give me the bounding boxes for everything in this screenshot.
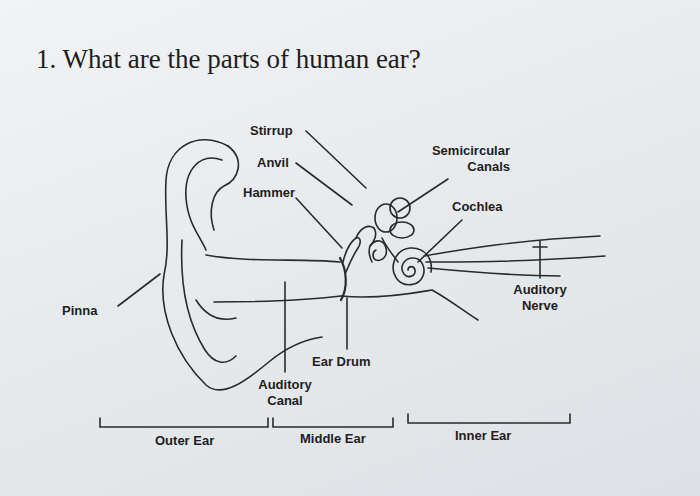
canal-wall (214, 296, 341, 302)
leader-line (398, 179, 448, 212)
part-label: Anvil (257, 155, 289, 171)
ear-drum (340, 258, 346, 300)
question-heading: 1. What are the parts of human ear? (36, 44, 421, 75)
nerve-fibre (426, 256, 605, 262)
stirrup-bone (370, 241, 386, 260)
canal-wall (206, 255, 340, 262)
nerve-fibre (424, 236, 600, 256)
pinna-fold (211, 146, 238, 230)
leader-line (306, 131, 366, 188)
hammer-bone (343, 238, 360, 272)
part-label: Cochlea (452, 199, 503, 215)
semicircular-canal (390, 222, 414, 238)
cochlea-spiral (393, 248, 431, 285)
pinna-outline (163, 140, 322, 390)
leader-line (118, 274, 160, 306)
section-bracket (273, 418, 393, 427)
section-label: Inner Ear (455, 428, 511, 444)
semicircular-canal (375, 204, 397, 232)
section-bracket (100, 418, 268, 427)
leader-line (346, 298, 348, 349)
part-label: Hammer (243, 185, 295, 201)
tube-wall (341, 290, 478, 320)
part-label: Auditory Canal (245, 377, 325, 409)
section-label: Outer Ear (155, 433, 214, 449)
leader-line (284, 282, 286, 372)
leader-line (296, 163, 352, 205)
section-bracket (408, 414, 570, 423)
part-label: Pinna (62, 303, 97, 319)
section-label: Middle Ear (300, 431, 366, 447)
semicircular-canal (390, 198, 410, 218)
leader-line (418, 220, 462, 262)
part-label: Stirrup (250, 123, 293, 139)
part-label: Semicircular Canals (405, 143, 510, 175)
pinna-fold (196, 300, 236, 319)
part-label: Auditory Nerve (500, 282, 580, 314)
part-label: Ear Drum (312, 354, 371, 370)
leader-line (296, 198, 342, 248)
pinna-fold (186, 158, 222, 250)
leader-line (533, 246, 547, 248)
